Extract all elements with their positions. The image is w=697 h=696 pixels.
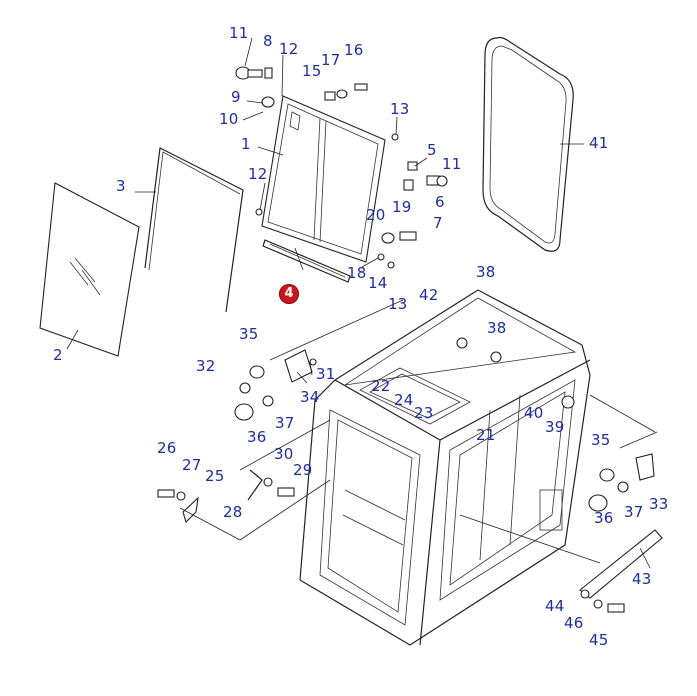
callout-label: 27 xyxy=(182,456,202,474)
callout-label: 2 xyxy=(53,346,63,364)
callout-label: 15 xyxy=(302,62,322,80)
callout-label: 44 xyxy=(545,597,565,615)
rail-part-4 xyxy=(262,239,351,283)
callout-label: 35 xyxy=(591,431,611,449)
callout-label: 24 xyxy=(394,391,414,409)
callout-label: 12 xyxy=(248,165,268,183)
seal-ring-part-41 xyxy=(482,36,574,252)
callout-label: 13 xyxy=(388,295,408,313)
callout-label: 19 xyxy=(392,198,412,216)
callout-label: 28 xyxy=(223,503,243,521)
callout-label: 31 xyxy=(316,365,336,383)
callout-label: 36 xyxy=(594,509,614,527)
callout-label: 10 xyxy=(219,110,239,128)
callout-label: 42 xyxy=(419,286,439,304)
callout-label: 5 xyxy=(427,141,437,159)
callout-label: 43 xyxy=(632,570,652,588)
callout-label: 38 xyxy=(487,319,507,337)
callout-label: 29 xyxy=(293,461,313,479)
callout-label: 7 xyxy=(433,214,443,232)
window-frame-part-1 xyxy=(261,95,386,263)
callout-label: 8 xyxy=(263,32,273,50)
callout-label: 23 xyxy=(414,404,434,422)
callout-label: 20 xyxy=(366,206,386,224)
left-bracket-assembly xyxy=(157,349,317,524)
callout-label: 30 xyxy=(274,445,294,463)
callout-label: 11 xyxy=(229,24,249,42)
callout-label: 41 xyxy=(589,134,609,152)
cab-body-part-42 xyxy=(299,289,591,646)
callout-label: 35 xyxy=(239,325,259,343)
callout-label: 14 xyxy=(368,274,388,292)
callout-label: 17 xyxy=(321,51,341,69)
hardware-cluster xyxy=(235,66,448,269)
glass-pane-part-2 xyxy=(39,182,140,357)
callout-label: 25 xyxy=(205,467,225,485)
callout-label: 12 xyxy=(279,40,299,58)
callout-label: 9 xyxy=(231,88,241,106)
callout-label: 26 xyxy=(157,439,177,457)
callout-label: 6 xyxy=(435,193,445,211)
callout-label: 37 xyxy=(624,503,644,521)
seal-strip-part-3 xyxy=(144,147,244,313)
callout-label: 11 xyxy=(442,155,462,173)
callout-label: 38 xyxy=(476,263,496,281)
callout-label: 18 xyxy=(347,264,367,282)
highlighted-part-badge[interactable]: 4 xyxy=(279,284,299,304)
callout-label: 39 xyxy=(545,418,565,436)
callout-label: 33 xyxy=(649,495,669,513)
callout-label: 13 xyxy=(390,100,410,118)
callout-label: 46 xyxy=(564,614,584,632)
callout-label: 16 xyxy=(344,41,364,59)
callout-label: 21 xyxy=(476,426,496,444)
right-bracket-assembly xyxy=(579,453,663,613)
callout-label: 45 xyxy=(589,631,609,649)
leader-lines xyxy=(66,37,658,569)
callout-label: 36 xyxy=(247,428,267,446)
callout-label: 1 xyxy=(241,135,251,153)
callout-label: 3 xyxy=(116,177,126,195)
callout-label: 34 xyxy=(300,388,320,406)
callout-label: 40 xyxy=(524,404,544,422)
callout-label: 32 xyxy=(196,357,216,375)
callout-label: 22 xyxy=(371,377,391,395)
callout-label: 37 xyxy=(275,414,295,432)
